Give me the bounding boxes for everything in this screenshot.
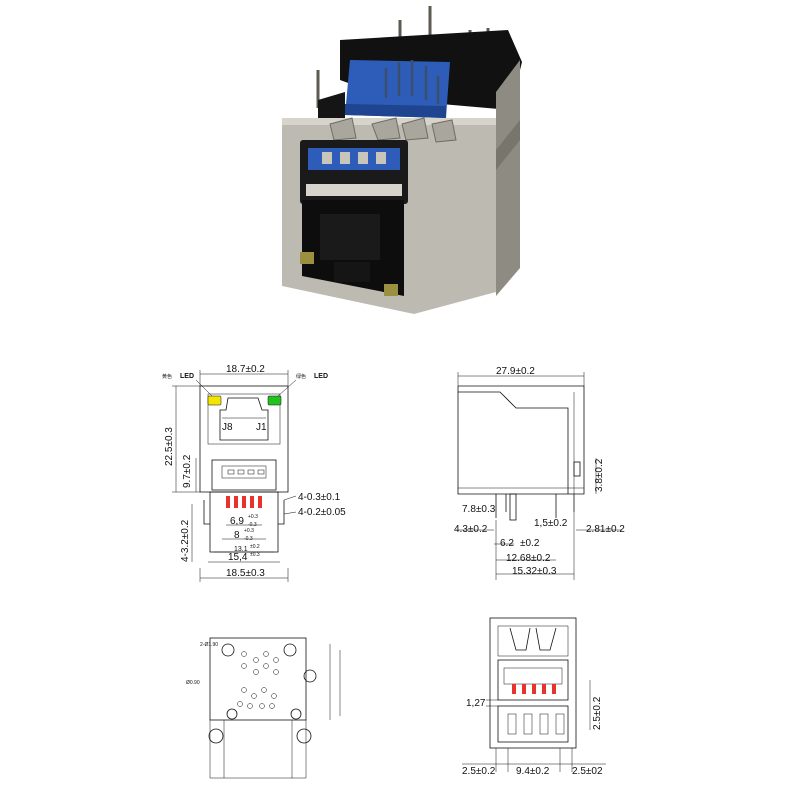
rear-dim-1-27: 1,27 xyxy=(466,698,486,709)
footprint-label-top: 2-Ø1.90 xyxy=(200,642,218,648)
side-dim-pin-gap: 1,5±0.2 xyxy=(534,518,568,529)
side-dim-right: 2.81±0.2 xyxy=(586,524,625,535)
side-dim-12-68: 12.68±0.2 xyxy=(506,553,551,564)
front-contacts-red xyxy=(226,496,262,508)
width-shell-val: 15,4 xyxy=(228,552,248,563)
side-tab-height: 3.8±0.2 xyxy=(594,458,605,492)
footprint-view: 2-Ø1.90 Ø0.90 xyxy=(186,637,341,779)
side-view: 27.9±0.2 3.8±0.2 7.8±0.3 4.3±0.2 1,5±0.2… xyxy=(454,366,625,580)
side-dim-left-bottom: 4.3±0.2 xyxy=(454,524,488,535)
photo-usb-insulator xyxy=(345,60,450,118)
rear-dim-right: 2.5±0.2 xyxy=(592,696,603,730)
led-right-label: 绿色 xyxy=(296,373,306,380)
pitch-mid-tol-dn: -0.3 xyxy=(244,536,253,542)
rear-dim-bottom-mid: 9.4±0.2 xyxy=(516,766,550,777)
front-width-top: 18.7±0.2 xyxy=(226,364,265,375)
pin-j1-label: J1 xyxy=(256,422,267,433)
photo-shell-tabs xyxy=(329,117,457,143)
front-usb-contacts xyxy=(227,469,265,475)
footprint-holes-small xyxy=(237,651,279,709)
front-lead-length: 4-3.2±0.2 xyxy=(180,519,191,562)
pitch-outer-val: 13.1 xyxy=(234,546,248,553)
front-led-yellow xyxy=(207,395,222,406)
photo-shell-side xyxy=(496,60,520,296)
side-dim-15-32: 15.32±0.3 xyxy=(512,566,557,577)
side-dim-6-2: 6.2 xyxy=(500,538,514,549)
front-height-total: 22.5±0.3 xyxy=(164,427,175,466)
pitch-inner-tol-up: +0.3 xyxy=(248,514,258,520)
footprint-holes-large xyxy=(208,643,317,744)
rear-contacts-red xyxy=(512,684,556,694)
connector-photo xyxy=(282,6,522,314)
front-led-green xyxy=(267,395,282,406)
led-left-suffix: LED xyxy=(180,373,194,380)
pitch-inner-val: 6,9 xyxy=(230,516,244,527)
pitch-outer-tol: ±0.2 xyxy=(250,544,260,550)
pitch-mid-tol-up: +0.3 xyxy=(244,528,254,534)
side-length-top: 27.9±0.2 xyxy=(496,366,535,377)
rear-dim-bottom-left: 2.5±0.2 xyxy=(462,766,496,777)
side-pins xyxy=(495,493,575,521)
side-dim-left-top: 7.8±0.3 xyxy=(462,504,496,515)
front-pin-spec-2: 4-0.2±0.05 xyxy=(298,507,346,518)
front-height-usb: 9.7±0.2 xyxy=(182,454,193,488)
led-left-label: 黄色 xyxy=(162,373,172,380)
photo-led-left xyxy=(300,252,314,264)
front-width-bottom: 18.5±0.3 xyxy=(226,568,265,579)
photo-led-right xyxy=(384,284,398,296)
side-dim-6-2-tol: ±0.2 xyxy=(520,538,540,549)
width-shell-tol: ±0.3 xyxy=(250,552,260,558)
pitch-mid-val: 8 xyxy=(234,530,240,541)
pin-j8-label: J8 xyxy=(222,422,233,433)
front-pin-spec-1: 4-0.3±0.1 xyxy=(298,492,341,503)
pitch-inner-tol-dn: -0.3 xyxy=(248,522,257,528)
footprint-label-left: Ø0.90 xyxy=(186,680,200,686)
rear-view: 1,27 2.5±0.2 2.5±0.2 9.4±0.2 2.5±02 xyxy=(462,617,606,777)
front-view: J8 J1 18.7±0.2 黄色 LED 绿色 LED xyxy=(162,364,346,582)
rear-dim-bottom-right: 2.5±02 xyxy=(572,766,603,777)
led-right-suffix: LED xyxy=(314,373,328,380)
